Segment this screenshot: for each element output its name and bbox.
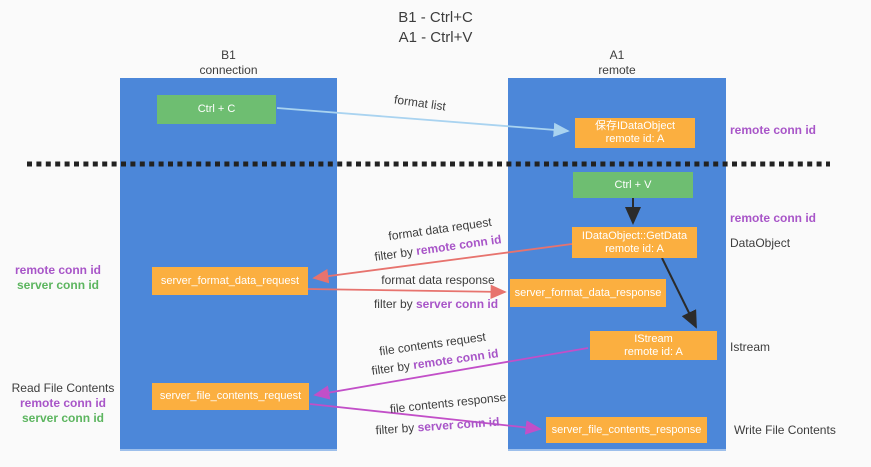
server-file-contents-request-label: server_file_contents_request xyxy=(159,390,302,402)
right-label-dataobject: DataObject xyxy=(730,236,791,250)
left-server-conn-id-upper: server conn id xyxy=(16,278,100,292)
node-server-file-contents-response: server_file_contents_response xyxy=(546,417,707,443)
server-conn-id-highlight: server conn id xyxy=(417,414,500,435)
left-remote-conn-id-lower: remote conn id xyxy=(19,396,106,410)
label-format-data-response: format data response xyxy=(381,273,495,287)
left-label-conn-ids-upper: remote conn id server conn id xyxy=(8,263,108,293)
node-server-format-data-response: server_format_data_response xyxy=(510,279,666,307)
column-b1-title: B1 xyxy=(221,48,236,62)
title-line-2: A1 - Ctrl+V xyxy=(398,29,473,46)
node-idataobject-getdata: IDataObject::GetData remote id: A xyxy=(572,227,697,258)
node-ctrl-v: Ctrl + V xyxy=(573,172,693,198)
node-istream: IStream remote id: A xyxy=(590,331,717,360)
node-server-file-contents-request: server_file_contents_request xyxy=(152,383,309,410)
server-format-data-request-label: server_format_data_request xyxy=(160,274,300,287)
left-server-conn-id-lower: server conn id xyxy=(21,411,105,425)
ctrl-v-label: Ctrl + V xyxy=(614,178,652,191)
column-a1-subtitle: remote xyxy=(598,63,636,77)
right-label-remote-conn-id-1: remote conn id xyxy=(730,123,817,137)
diagram-title: B1 - Ctrl+C A1 - Ctrl+V xyxy=(0,8,871,48)
getdata-line2: remote id: A xyxy=(605,242,664,255)
server-conn-id-highlight: server conn id xyxy=(416,297,499,311)
filter-by-text: filter by xyxy=(370,358,411,378)
save-idataobject-line1: 保存IDataObject xyxy=(594,120,676,132)
node-ctrl-c: Ctrl + C xyxy=(157,95,276,124)
column-header-b1: B1 connection xyxy=(120,48,337,78)
column-a1-title: A1 xyxy=(609,48,625,62)
node-save-idataobject: 保存IDataObject remote id: A xyxy=(575,118,695,148)
ctrl-c-label: Ctrl + C xyxy=(197,103,236,115)
label-filter-by-server-conn-id-2: filter by server conn id xyxy=(370,414,506,438)
filter-by-text: filter by xyxy=(375,420,415,438)
right-label-remote-conn-id-2: remote conn id xyxy=(730,211,817,225)
filter-by-text: filter by xyxy=(373,297,413,311)
left-read-file-contents: Read File Contents xyxy=(11,381,115,395)
right-label-write-file-contents: Write File Contents xyxy=(734,423,836,437)
label-file-contents-response: file contents response xyxy=(389,389,507,417)
column-header-a1: A1 remote xyxy=(508,48,726,78)
istream-line2: remote id: A xyxy=(624,345,683,358)
getdata-line1: IDataObject::GetData xyxy=(581,229,688,242)
node-server-format-data-request: server_format_data_request xyxy=(152,267,308,295)
left-remote-conn-id-upper: remote conn id xyxy=(14,263,101,277)
label-filter-by-server-conn-id-1: filter by server conn id xyxy=(371,297,501,311)
istream-line1: IStream xyxy=(634,332,673,345)
filter-by-text: filter by xyxy=(373,244,414,264)
title-line-1: B1 - Ctrl+C xyxy=(398,9,473,26)
server-file-contents-response-label: server_file_contents_response xyxy=(551,423,702,436)
server-format-data-response-label: server_format_data_response xyxy=(514,286,662,299)
right-label-istream: Istream xyxy=(730,340,771,354)
left-label-read-file-contents-group: Read File Contents remote conn id server… xyxy=(8,381,118,426)
label-format-list: format list xyxy=(393,92,447,114)
column-b1-subtitle: connection xyxy=(199,63,258,77)
save-idataobject-line2: remote id: A xyxy=(605,133,665,145)
